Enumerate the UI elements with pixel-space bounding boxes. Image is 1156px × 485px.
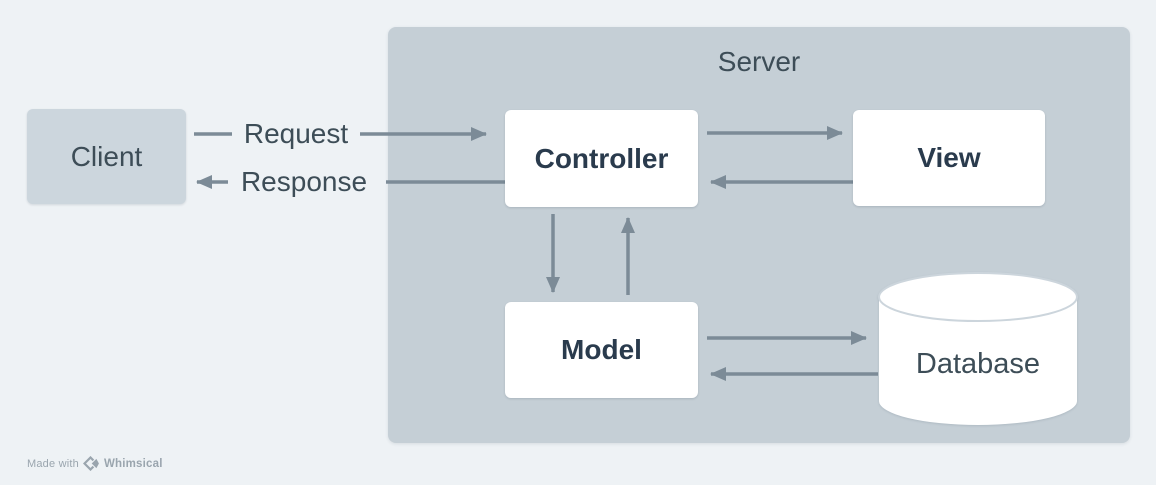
request-edge-label: Request bbox=[243, 118, 349, 149]
watermark-brand-label: Whimsical bbox=[103, 457, 163, 470]
node-database: Database bbox=[878, 272, 1078, 426]
node-client-label: Client bbox=[70, 140, 143, 172]
response-edge-label: Response bbox=[240, 166, 368, 197]
watermark: Made with Whimsical bbox=[27, 456, 163, 471]
node-model-label: Model bbox=[561, 334, 642, 365]
node-view-label: View bbox=[917, 142, 981, 173]
node-client: Client bbox=[27, 109, 186, 204]
whimsical-diamond-icon bbox=[82, 456, 100, 471]
node-model: Model bbox=[505, 302, 698, 398]
node-view: View bbox=[853, 110, 1045, 206]
node-controller-label: Controller bbox=[534, 142, 669, 174]
node-controller: Controller bbox=[505, 110, 698, 207]
watermark-made-with-label: Made with bbox=[27, 457, 79, 470]
database-cylinder-icon bbox=[878, 272, 1078, 425]
node-database-label: Database bbox=[915, 348, 1041, 380]
server-container-label: Server bbox=[717, 46, 801, 77]
